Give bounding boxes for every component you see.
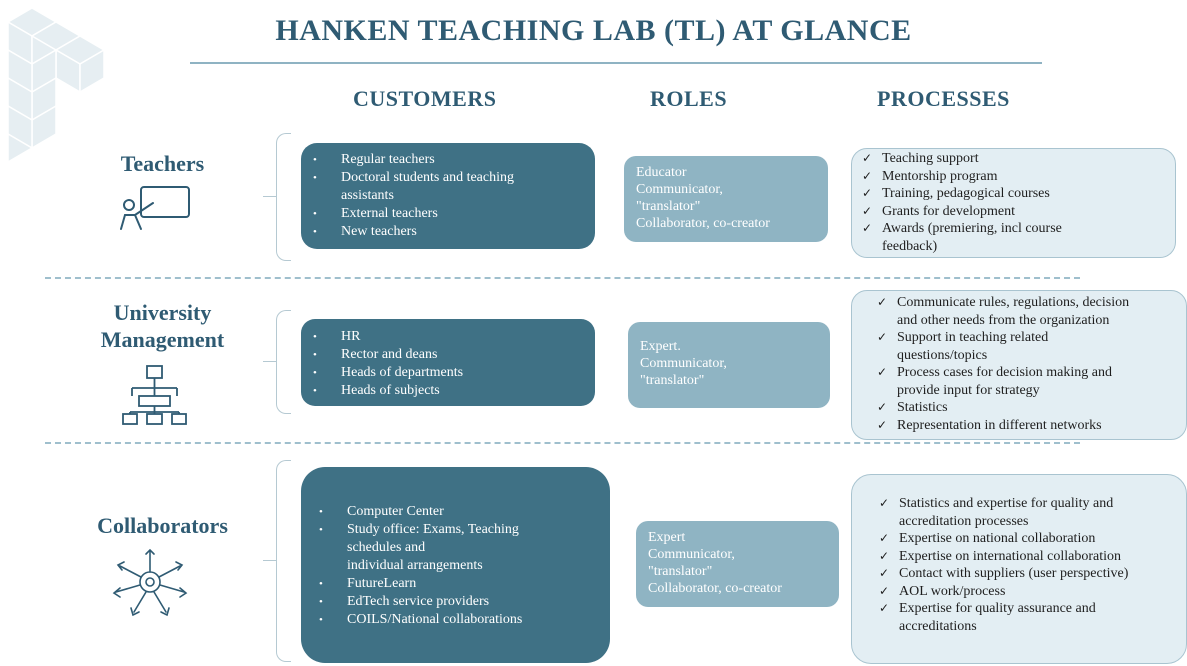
process-item: Communicate rules, regulations, decision: [877, 294, 1186, 312]
customer-item: Heads of departments: [313, 364, 595, 382]
column-header-roles: ROLES: [650, 86, 728, 111]
customer-item-continuation: schedules and: [347, 540, 426, 555]
customer-item: Computer Center: [319, 503, 610, 521]
process-item: Expertise for quality assurance and: [879, 600, 1186, 618]
customers-box-management: HR Rector and deans Heads of departments…: [301, 319, 595, 406]
customer-item: Heads of subjects: [313, 382, 595, 400]
process-item: Representation in different networks: [877, 417, 1186, 435]
customer-item: Rector and deans: [313, 346, 595, 364]
roles-box-collaborators: Expert Communicator, "translator" Collab…: [636, 521, 839, 607]
process-item: Training, pedagogical courses: [862, 185, 1175, 203]
process-item-continuation: questions/topics: [897, 347, 988, 363]
process-item-continuation: accreditations: [899, 618, 977, 634]
process-item: Expertise on international collaboration: [879, 548, 1186, 566]
process-item-continuation: and other needs from the organization: [897, 312, 1110, 328]
customer-item: Doctoral students and teaching: [313, 169, 595, 187]
customer-item: Regular teachers: [313, 151, 595, 169]
process-item: Support in teaching related: [877, 329, 1186, 347]
bracket-row-management: [276, 310, 291, 414]
customer-item: HR: [313, 328, 595, 346]
page-title: HANKEN TEACHING LAB (TL) AT GLANCE: [275, 14, 912, 47]
bracket-tip-management: [263, 361, 277, 362]
title-underline: [190, 62, 1042, 64]
process-item: Statistics and expertise for quality and: [879, 495, 1186, 513]
roles-box-management: Expert. Communicator, "translator": [628, 322, 830, 408]
process-item: AOL work/process: [879, 583, 1186, 601]
bracket-row-collaborators: [276, 460, 291, 662]
process-item: Statistics: [877, 399, 1186, 417]
bracket-tip-collaborators: [263, 560, 277, 561]
segment-label-teachers: Teachers: [120, 151, 205, 176]
process-item: Teaching support: [862, 150, 1175, 168]
row-divider: [45, 277, 1080, 279]
teacher-at-board-icon: [120, 186, 190, 230]
process-item-continuation: feedback): [882, 238, 938, 254]
process-item: Expertise on national collaboration: [879, 530, 1186, 548]
bracket-row-teachers: [276, 133, 291, 261]
roles-box-teachers: Educator Communicator, "translator" Coll…: [624, 156, 828, 242]
cube-logo-decoration: [6, 7, 106, 164]
process-item: Mentorship program: [862, 168, 1175, 186]
customer-item: EdTech service providers: [319, 593, 610, 611]
processes-box-collaborators: Statistics and expertise for quality and…: [851, 474, 1187, 664]
customer-item: COILS/National collaborations: [319, 611, 610, 629]
column-header-processes: PROCESSES: [877, 86, 1010, 111]
customer-item: FutureLearn: [319, 575, 610, 593]
org-chart-icon: [122, 365, 187, 425]
customer-item: Study office: Exams, Teaching: [319, 521, 610, 539]
segment-label-university-management: University Management: [100, 300, 225, 352]
customers-box-teachers: Regular teachers Doctoral students and t…: [301, 143, 595, 249]
segment-label-collaborators: Collaborators: [97, 513, 228, 538]
joined-hands-icon: [112, 548, 188, 617]
process-item: Process cases for decision making and: [877, 364, 1186, 382]
process-item: Contact with suppliers (user perspective…: [879, 565, 1186, 583]
customers-box-collaborators: Computer Center Study office: Exams, Tea…: [301, 467, 610, 663]
customer-item-continuation: assistants: [341, 188, 394, 203]
customer-item: New teachers: [313, 223, 595, 241]
process-item-continuation: provide input for strategy: [897, 382, 1040, 398]
column-header-customers: CUSTOMERS: [353, 86, 497, 111]
processes-box-teachers: Teaching support Mentorship program Trai…: [851, 148, 1176, 258]
customer-item: External teachers: [313, 205, 595, 223]
processes-box-management: Communicate rules, regulations, decision…: [851, 290, 1187, 440]
process-item-continuation: accreditation processes: [899, 513, 1029, 529]
process-item: Grants for development: [862, 203, 1175, 221]
process-item: Awards (premiering, incl course: [862, 220, 1175, 238]
customer-item-continuation: individual arrangements: [347, 558, 483, 573]
bracket-tip-teachers: [263, 196, 277, 197]
row-divider: [45, 442, 1080, 444]
